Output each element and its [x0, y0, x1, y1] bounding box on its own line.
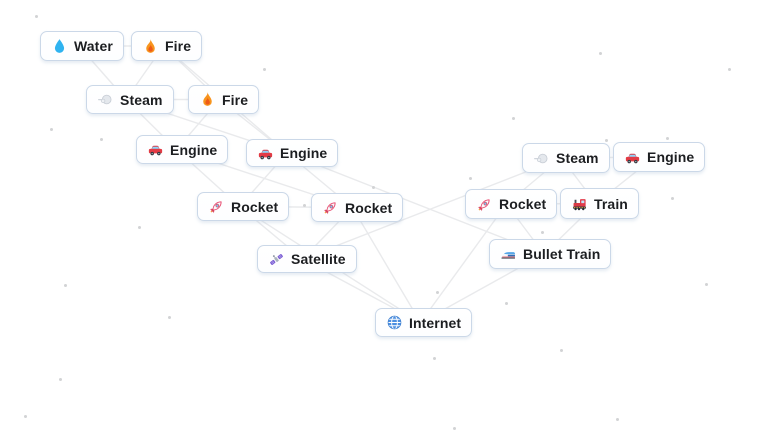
craft-item-rocket1[interactable]: Rocket — [197, 192, 290, 221]
background-dot — [728, 68, 731, 71]
engine-icon — [257, 145, 274, 162]
craft-item-steam1[interactable]: Steam — [86, 85, 174, 114]
craft-item-engine3[interactable]: Engine — [613, 142, 706, 172]
craft-item-label: Fire — [165, 38, 192, 54]
connection-line — [286, 152, 545, 255]
craft-item-rocket2[interactable]: Rocket — [311, 193, 404, 222]
craft-item-engine2[interactable]: Engine — [246, 139, 339, 167]
background-dot — [605, 139, 608, 142]
craft-item-label: Train — [594, 195, 628, 212]
craft-item-label: Rocket — [345, 199, 393, 216]
background-dot — [469, 177, 472, 180]
craft-item-steam2[interactable]: Steam — [522, 143, 610, 173]
connection-line — [351, 207, 422, 323]
background-dot — [100, 138, 103, 141]
bullet-train-icon — [500, 246, 517, 263]
rocket-icon — [476, 196, 493, 213]
craft-item-train[interactable]: Train — [560, 188, 639, 219]
craft-item-label: Fire — [222, 91, 249, 108]
craft-item-label: Internet — [409, 314, 462, 331]
craft-item-label: Engine — [647, 149, 695, 165]
craft-item-bullettrain[interactable]: Bullet Train — [489, 239, 612, 269]
background-dot — [599, 52, 602, 55]
steam-icon — [533, 150, 550, 167]
rocket-icon — [322, 199, 339, 216]
background-dot — [433, 357, 436, 360]
background-dot — [64, 284, 67, 287]
craft-item-label: Steam — [556, 150, 599, 166]
background-dot — [263, 68, 266, 71]
steam-icon — [97, 91, 114, 108]
fire-icon — [142, 38, 159, 55]
craft-item-label: Steam — [120, 91, 163, 108]
background-dot — [436, 291, 439, 294]
background-dot — [372, 186, 375, 189]
craft-item-engine1[interactable]: Engine — [136, 135, 229, 164]
connection-line — [302, 157, 562, 260]
background-dot — [512, 117, 515, 120]
background-dot — [666, 137, 669, 140]
craft-item-rocket3[interactable]: Rocket — [465, 189, 558, 219]
background-dot — [138, 226, 141, 229]
internet-icon — [386, 314, 403, 331]
craft-item-internet[interactable]: Internet — [375, 308, 473, 337]
connection-line — [419, 203, 508, 323]
background-dot — [541, 231, 544, 234]
engine-icon — [147, 141, 164, 158]
craft-item-label: Rocket — [231, 198, 279, 215]
craft-item-label: Water — [74, 38, 113, 54]
craft-item-label: Engine — [280, 145, 328, 161]
craft-item-label: Engine — [170, 141, 218, 158]
background-dot — [505, 302, 508, 305]
background-dot — [671, 197, 674, 200]
craft-item-label: Satellite — [291, 251, 346, 267]
craft-item-satellite[interactable]: Satellite — [257, 245, 357, 273]
background-dot — [24, 415, 27, 418]
rocket-icon — [208, 198, 225, 215]
background-dot — [168, 316, 171, 319]
background-dot — [705, 283, 708, 286]
background-dot — [453, 427, 456, 430]
craft-item-fire2[interactable]: Fire — [188, 85, 260, 114]
satellite-icon — [268, 251, 285, 268]
background-dot — [303, 204, 306, 207]
background-dot — [616, 418, 619, 421]
engine-icon — [624, 149, 641, 166]
background-dot — [59, 378, 62, 381]
train-icon — [571, 195, 588, 212]
craft-item-label: Bullet Train — [523, 246, 601, 262]
craft-item-water[interactable]: Water — [40, 31, 124, 61]
craft-item-fire1[interactable]: Fire — [131, 31, 203, 61]
craft-item-label: Rocket — [499, 196, 547, 212]
water-icon — [51, 38, 68, 55]
background-dot — [560, 349, 563, 352]
background-dot — [50, 128, 53, 131]
background-dot — [35, 15, 38, 18]
fire-icon — [199, 91, 216, 108]
